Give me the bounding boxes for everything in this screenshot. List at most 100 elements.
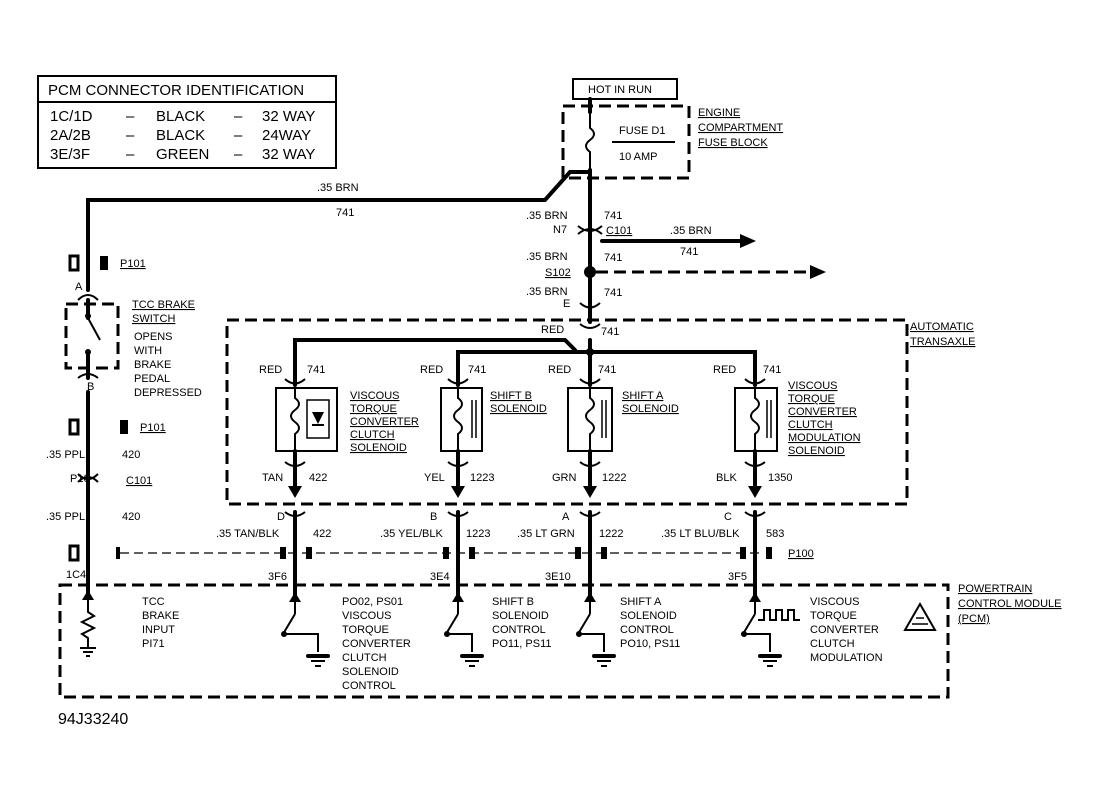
svg-text:BLACK: BLACK xyxy=(156,127,205,144)
solenoid-viscous-tcc: RED 741 VISCOUS TORQUE CONVERTER CLUTCH … xyxy=(259,364,419,498)
svg-text:GRN: GRN xyxy=(552,472,577,484)
pcm-input-tcc-brake: TCC BRAKE INPUT PI71 xyxy=(79,590,179,657)
svg-text:RED: RED xyxy=(259,364,282,376)
svg-text:741: 741 xyxy=(336,207,354,219)
svg-text:3E4: 3E4 xyxy=(430,571,450,583)
tcc-brake-circuit: P101 A B TCC BRAKE SWITCH OPENS WITH BRA… xyxy=(46,254,202,598)
svg-text:741: 741 xyxy=(604,252,622,264)
svg-text:RED: RED xyxy=(420,364,443,376)
svg-text:–: – xyxy=(234,108,243,125)
svg-text:741: 741 xyxy=(763,364,781,376)
svg-text:TAN: TAN xyxy=(262,472,283,484)
svg-text:INPUT: INPUT xyxy=(142,624,175,636)
solenoid-shift-b: RED 741 SHIFT B SOLENOID YEL 1223 xyxy=(420,364,547,498)
svg-text:.35 LT GRN: .35 LT GRN xyxy=(517,528,575,540)
solenoid-viscous-modulation: RED 741 VISCOUS TORQUE CONVERTER CLUTCH … xyxy=(713,364,861,498)
svg-text:CLUTCH: CLUTCH xyxy=(810,638,855,650)
pcm-driver-shift-b: SHIFT B SOLENOID CONTROL PO11, PS11 xyxy=(444,592,552,667)
fuse-block: HOT IN RUN FUSE D1 10 AMP ENGINE COMPART… xyxy=(561,78,783,180)
svg-text:BRAKE: BRAKE xyxy=(134,359,171,371)
svg-text:32 WAY: 32 WAY xyxy=(262,108,315,125)
svg-text:GREEN: GREEN xyxy=(156,146,209,163)
pcm-connector-table: PCM CONNECTOR IDENTIFICATION 1C/1D – BLA… xyxy=(37,75,337,169)
svg-text:1223: 1223 xyxy=(470,472,494,484)
svg-text:.35 PPL: .35 PPL xyxy=(46,511,85,523)
svg-text:(PCM): (PCM) xyxy=(958,613,990,625)
svg-text:SOLENOID: SOLENOID xyxy=(620,610,677,622)
svg-text:RED: RED xyxy=(541,324,564,336)
svg-text:SOLENOID: SOLENOID xyxy=(788,445,845,457)
svg-text:CLUTCH: CLUTCH xyxy=(342,652,387,664)
svg-text:SHIFT B: SHIFT B xyxy=(492,596,534,608)
svg-text:TORQUE: TORQUE xyxy=(342,624,389,636)
svg-text:SOLENOID: SOLENOID xyxy=(492,610,549,622)
pcm-driver-shift-a: SHIFT A SOLENOID CONTROL PO10, PS11 xyxy=(576,592,680,667)
svg-text:–: – xyxy=(126,146,135,163)
svg-text:RED: RED xyxy=(548,364,571,376)
pcm-driver-modulation: VISCOUS TORQUE CONVERTER CLUTCH MODULATI… xyxy=(741,592,883,667)
pcm-box: POWERTRAIN CONTROL MODULE (PCM) TCC BRAK… xyxy=(58,583,1062,699)
svg-text:–: – xyxy=(234,127,243,144)
svg-text:.35 BRN: .35 BRN xyxy=(526,286,568,298)
transaxle-box: AUTOMATIC TRANSAXLE RED 741 xyxy=(225,318,975,506)
svg-text:420: 420 xyxy=(122,449,140,461)
svg-text:SHIFT B: SHIFT B xyxy=(490,390,532,402)
svg-text:RED: RED xyxy=(713,364,736,376)
fuse-name: FUSE D1 xyxy=(619,125,665,137)
hot-in-run-label: HOT IN RUN xyxy=(588,84,652,96)
svg-text:1222: 1222 xyxy=(599,528,623,540)
svg-text:FUSE BLOCK: FUSE BLOCK xyxy=(698,137,768,149)
svg-text:741: 741 xyxy=(604,210,622,222)
solenoid-shift-a: RED 741 SHIFT A SOLENOID GRN 1222 xyxy=(548,364,679,498)
svg-text:PO02, PS01: PO02, PS01 xyxy=(342,596,403,608)
svg-text:D: D xyxy=(277,511,285,523)
svg-text:3F5: 3F5 xyxy=(728,571,747,583)
svg-text:.35 YEL/BLK: .35 YEL/BLK xyxy=(380,528,443,540)
svg-text:TORQUE: TORQUE xyxy=(350,403,397,415)
svg-text:420: 420 xyxy=(122,511,140,523)
svg-text:CONTROL: CONTROL xyxy=(620,624,674,636)
harness-wires: D .35 TAN/BLK 422 3F6 B .35 YEL/BLK 1223… xyxy=(116,510,814,598)
svg-text:1350: 1350 xyxy=(768,472,792,484)
svg-text:TORQUE: TORQUE xyxy=(810,610,857,622)
svg-text:1C4: 1C4 xyxy=(66,569,86,581)
svg-text:E: E xyxy=(563,298,570,310)
esd-warning-icon xyxy=(903,601,937,631)
svg-text:.35 TAN/BLK: .35 TAN/BLK xyxy=(216,528,280,540)
svg-text:741: 741 xyxy=(468,364,486,376)
svg-text:P101: P101 xyxy=(140,422,166,434)
svg-text:TCC BRAKE: TCC BRAKE xyxy=(132,299,195,311)
svg-text:MODULATION: MODULATION xyxy=(810,652,883,664)
svg-text:3E10: 3E10 xyxy=(545,571,571,583)
svg-text:B: B xyxy=(87,381,94,393)
svg-text:CONTROL MODULE: CONTROL MODULE xyxy=(958,598,1062,610)
svg-text:2A/2B: 2A/2B xyxy=(50,127,91,144)
svg-text:OPENS: OPENS xyxy=(134,331,173,343)
svg-text:24WAY: 24WAY xyxy=(262,127,311,144)
svg-text:–: – xyxy=(234,146,243,163)
svg-text:SHIFT A: SHIFT A xyxy=(620,596,662,608)
svg-text:MODULATION: MODULATION xyxy=(788,432,861,444)
svg-text:CONVERTER: CONVERTER xyxy=(810,624,879,636)
svg-text:CONVERTER: CONVERTER xyxy=(350,416,419,428)
svg-text:–: – xyxy=(126,127,135,144)
svg-text:P101: P101 xyxy=(120,258,146,270)
svg-text:PI71: PI71 xyxy=(142,638,165,650)
svg-text:.35 PPL: .35 PPL xyxy=(46,449,85,461)
fuse-rating: 10 AMP xyxy=(619,151,658,163)
svg-text:TRANSAXLE: TRANSAXLE xyxy=(910,336,975,348)
svg-text:C101: C101 xyxy=(126,475,152,487)
svg-text:.35 BRN: .35 BRN xyxy=(526,251,568,263)
svg-text:BLK: BLK xyxy=(716,472,737,484)
svg-text:CONTROL: CONTROL xyxy=(492,624,546,636)
svg-text:WITH: WITH xyxy=(134,345,162,357)
svg-text:741: 741 xyxy=(598,364,616,376)
svg-text:741: 741 xyxy=(601,326,619,338)
svg-text:741: 741 xyxy=(604,287,622,299)
svg-text:A: A xyxy=(562,511,570,523)
table-row: 3E/3F – GREEN – 32 WAY xyxy=(50,146,315,163)
svg-text:.35 BRN: .35 BRN xyxy=(670,225,712,237)
svg-text:CONVERTER: CONVERTER xyxy=(788,406,857,418)
svg-text:P10: P10 xyxy=(70,473,90,485)
